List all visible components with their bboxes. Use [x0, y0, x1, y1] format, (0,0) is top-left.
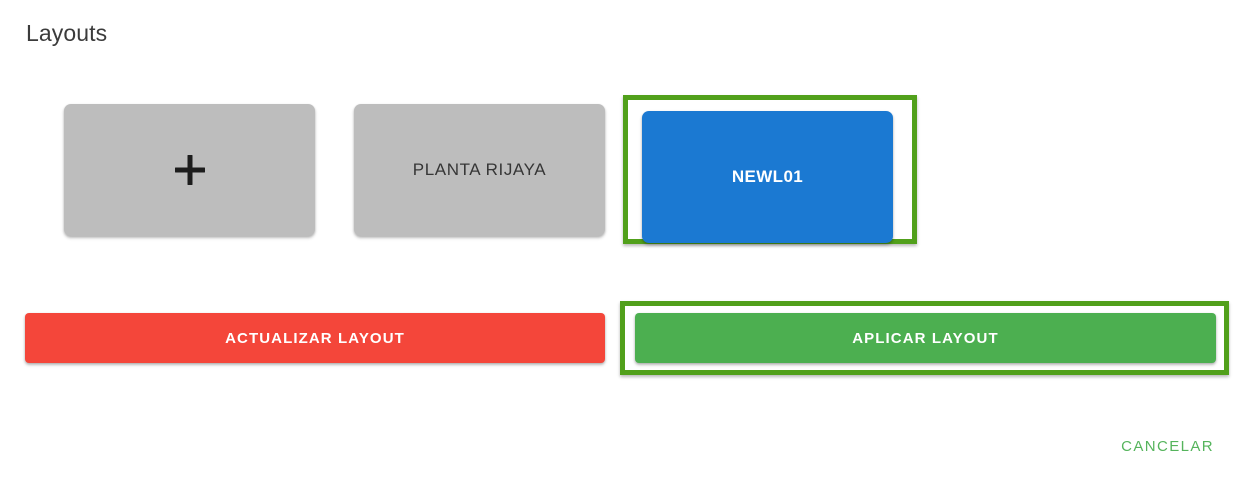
- cancelar-button[interactable]: CANCELAR: [1113, 432, 1222, 461]
- layout-card-planta-rijaya[interactable]: PLANTA RIJAYA: [354, 104, 605, 236]
- plus-icon: [173, 153, 207, 187]
- layout-card-newl01[interactable]: NEWL01: [642, 111, 893, 243]
- aplicar-layout-button[interactable]: APLICAR LAYOUT: [635, 313, 1216, 363]
- layout-card-label: NEWL01: [731, 166, 804, 186]
- page-title: Layouts: [26, 20, 108, 46]
- layout-cards-row: PLANTA RIJAYA NEWL01: [0, 0, 1244, 260]
- add-layout-card[interactable]: [64, 104, 315, 236]
- actualizar-layout-button[interactable]: ACTUALIZAR LAYOUT: [25, 313, 605, 363]
- layout-card-label: PLANTA RIJAYA: [412, 159, 547, 179]
